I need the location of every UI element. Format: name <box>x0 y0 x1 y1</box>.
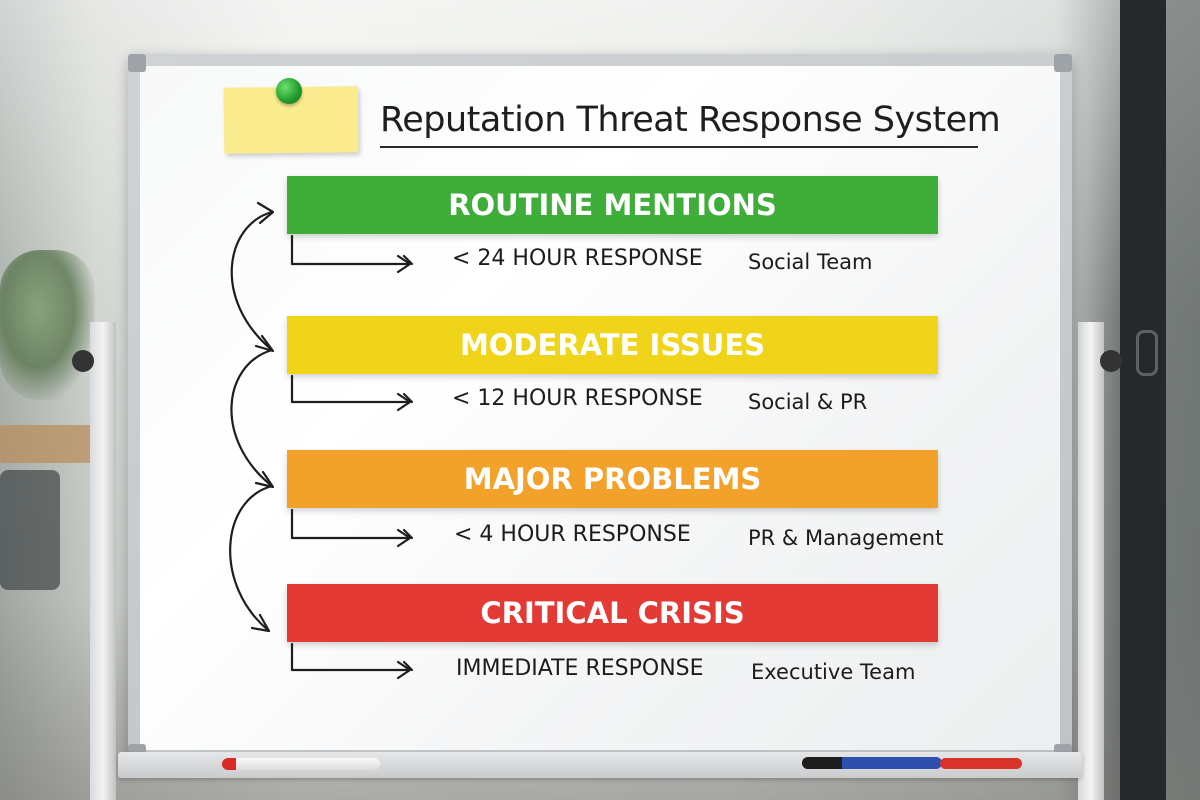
tier-strip-moderate: MODERATE ISSUES <box>287 316 938 374</box>
background-plant <box>0 250 95 400</box>
arrowhead-icon <box>256 201 275 225</box>
stand-knob-left <box>72 350 94 372</box>
response-time-critical: IMMEDIATE RESPONSE <box>456 656 704 681</box>
glass-panel <box>1166 0 1200 800</box>
arrowhead-icon <box>254 470 275 489</box>
responsible-team-major: PR & Management <box>748 526 944 550</box>
blue-marker-cap <box>802 757 842 769</box>
connector-arrow <box>290 234 410 266</box>
background-chair <box>0 470 60 590</box>
arrowhead-icon <box>396 254 414 274</box>
tier-strip-routine: ROUTINE MENTIONS <box>287 176 938 234</box>
connector-arrow <box>290 642 410 672</box>
door-handle <box>1136 330 1158 376</box>
response-time-moderate: < 12 HOUR RESPONSE <box>452 386 703 411</box>
arrowhead-icon <box>396 392 414 412</box>
board-title: Reputation Threat Response System <box>380 100 1001 140</box>
green-magnet <box>276 78 302 104</box>
escalation-arrow <box>230 210 274 352</box>
background-table <box>0 425 95 463</box>
tier-strip-major: MAJOR PROBLEMS <box>287 450 938 508</box>
arrowhead-icon <box>396 660 414 680</box>
arrowhead-icon <box>396 528 414 548</box>
responsible-team-routine: Social Team <box>748 250 873 274</box>
white-marker-cap <box>222 758 236 770</box>
connector-arrow <box>290 374 410 404</box>
board-corner <box>1054 54 1072 72</box>
white-marker <box>222 758 380 770</box>
responsible-team-moderate: Social & PR <box>748 390 868 414</box>
arrowhead-icon <box>254 334 275 353</box>
connector-arrow <box>290 508 410 540</box>
board-corner <box>128 54 146 72</box>
arrowhead-icon <box>250 613 271 633</box>
response-time-major: < 4 HOUR RESPONSE <box>454 522 691 547</box>
stand-knob-right <box>1100 350 1122 372</box>
title-underline <box>380 146 978 148</box>
responsible-team-critical: Executive Team <box>751 660 916 684</box>
stand-leg-right <box>1078 322 1104 800</box>
red-marker <box>940 758 1022 769</box>
door-frame <box>1120 0 1166 800</box>
response-time-routine: < 24 HOUR RESPONSE <box>452 246 703 271</box>
escalation-arrow <box>229 484 274 632</box>
tier-strip-critical: CRITICAL CRISIS <box>287 584 938 642</box>
stand-leg-left <box>90 322 116 800</box>
escalation-arrow <box>230 348 274 488</box>
